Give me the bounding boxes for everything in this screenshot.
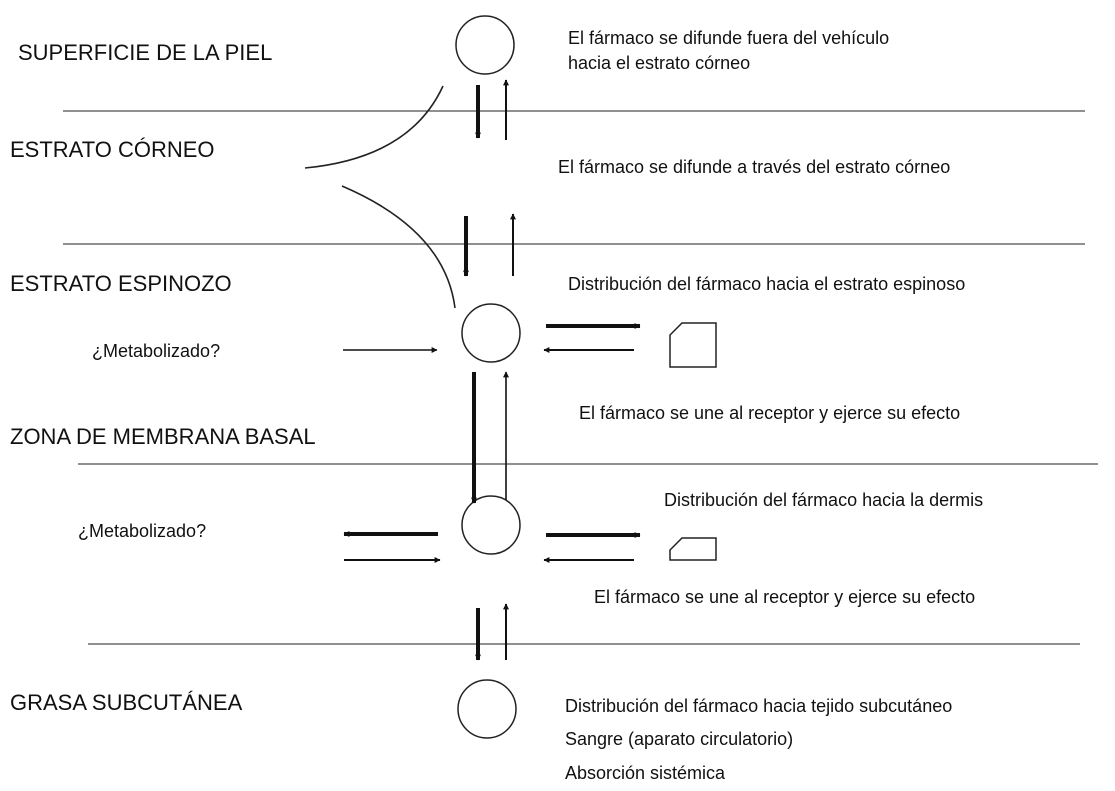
layer-label-skin-surface: SUPERFICIE DE LA PIEL: [18, 40, 273, 65]
receptor-shape-1: [669, 322, 717, 368]
layer-label-basement-membrane: ZONA DE MEMBRANA BASAL: [10, 424, 316, 449]
layer-label-subcutaneous-fat: GRASA SUBCUTÁNEA: [10, 690, 243, 715]
drug-circle-spinosum: [461, 303, 521, 363]
step-receptor-1: El fármaco se une al receptor y ejerce s…: [579, 403, 961, 423]
metabolized-label-1: ¿Metabolizado?: [92, 341, 221, 361]
curve-upper: [304, 85, 444, 169]
step-systemic: Absorción sistémica: [565, 763, 726, 783]
step-diffuse-out-line2: hacia el estrato córneo: [568, 53, 751, 73]
drug-circle-basal: [461, 495, 521, 555]
metabolized-label-2: ¿Metabolizado?: [78, 521, 207, 541]
step-dist-spinosum: Distribución del fármaco hacia el estrat…: [568, 274, 966, 294]
drug-circle-surface: [455, 15, 515, 75]
step-diffuse-out-line1: El fármaco se difunde fuera del vehículo: [568, 28, 890, 48]
drug-circle-subcutaneous: [457, 679, 517, 739]
step-diffuse-through: El fármaco se difunde a través del estra…: [558, 157, 951, 177]
step-dist-dermis: Distribución del fármaco hacia la dermis: [664, 490, 984, 510]
layer-label-stratum-corneum: ESTRATO CÓRNEO: [10, 137, 215, 162]
receptor-shape-2: [669, 537, 717, 561]
layer-label-stratum-spinosum: ESTRATO ESPINOZO: [10, 271, 232, 296]
step-blood: Sangre (aparato circulatorio): [565, 729, 794, 749]
step-dist-subcutaneous: Distribución del fármaco hacia tejido su…: [565, 696, 953, 716]
curve-lower: [341, 185, 456, 309]
step-receptor-2: El fármaco se une al receptor y ejerce s…: [594, 587, 976, 607]
